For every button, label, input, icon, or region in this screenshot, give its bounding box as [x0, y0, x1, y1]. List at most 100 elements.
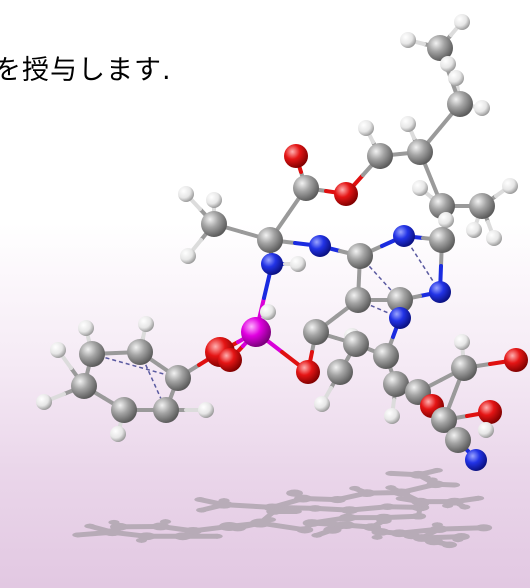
shadow-atom [395, 496, 407, 501]
shadow-atom [431, 467, 443, 473]
hydrogen-atom [478, 422, 494, 438]
oxygen-atom [504, 348, 528, 372]
nitrogen-atom [465, 449, 487, 471]
shadow-atom [196, 507, 208, 513]
carbon-atom [427, 35, 453, 61]
nitrogen-atom [393, 225, 415, 247]
hydrogen-atom [138, 316, 154, 332]
shadow-atom [417, 501, 430, 507]
carbon-atom [373, 343, 399, 369]
aromatic-bond [91, 353, 179, 379]
shadow-atom [371, 534, 383, 540]
carbon-atom [407, 139, 433, 165]
shadow-atom [323, 525, 342, 534]
shadow-atom [442, 503, 454, 509]
hydrogen-atom [178, 186, 194, 202]
carbon-atom [303, 319, 329, 345]
nitrogen-atom [429, 281, 451, 303]
hydrogen-atom [440, 56, 456, 72]
shadow-atom [296, 526, 314, 534]
carbon-atom [383, 371, 409, 397]
shadow-atom [249, 518, 271, 528]
molecule-shadow [72, 467, 493, 549]
shadow-atom [441, 541, 458, 549]
hydrogen-atom [486, 230, 502, 246]
shadow-atom [194, 497, 206, 502]
shadow-atom [452, 537, 464, 543]
hydrogen-atom [400, 116, 416, 132]
shadow-atom [294, 494, 313, 503]
hydrogen-atom [110, 426, 126, 442]
shadow-atom [376, 517, 392, 524]
shadow-atom [385, 485, 397, 491]
shadow-atom [426, 480, 445, 489]
hydrogen-atom [454, 334, 470, 350]
oxygen-atom [284, 144, 308, 168]
carbon-atom [293, 175, 319, 201]
shadow-atom [419, 475, 431, 480]
hydrogen-atom [384, 408, 400, 424]
carbon-atom [127, 339, 153, 365]
shadow-atom [392, 488, 411, 497]
phosphorus-atom [241, 317, 271, 347]
molecule-atoms [36, 14, 528, 471]
hydrogen-atom [36, 394, 52, 410]
shadow-atom [410, 512, 427, 520]
shadow-atom [229, 524, 247, 532]
carbon-atom [429, 227, 455, 253]
shadow-atom [103, 528, 122, 537]
shadow-atom [151, 522, 170, 531]
hydrogen-atom [438, 212, 454, 228]
oxygen-atom [478, 400, 502, 424]
shadow-atom [286, 489, 303, 497]
shadow-atom [385, 471, 397, 476]
shadow-atom [338, 513, 357, 522]
shadow-atom [349, 485, 361, 491]
shadow-atom [183, 526, 203, 535]
shadow-atom [424, 537, 443, 546]
carbon-atom [347, 243, 373, 269]
shadow-atom [263, 503, 282, 512]
shadow-atom [329, 495, 346, 504]
shadow-atom [173, 532, 192, 541]
shadow-atom [214, 500, 234, 509]
hydrogen-atom [206, 192, 222, 208]
hydrogen-atom [358, 120, 374, 136]
hydrogen-atom [260, 304, 276, 320]
shadow-atom [475, 524, 493, 532]
shadow-atom [218, 498, 230, 503]
hydrogen-atom [198, 402, 214, 418]
carbon-atom [257, 227, 283, 253]
shadow-atom [108, 519, 120, 525]
carbon-atom [445, 427, 471, 453]
hydrogen-atom [180, 248, 196, 264]
carbon-atom [343, 331, 369, 357]
carbon-atom [367, 143, 393, 169]
carbon-atom [71, 373, 97, 399]
hydrogen-atom [448, 70, 464, 86]
shadow-atom [357, 489, 376, 498]
hydrogen-atom [466, 222, 482, 238]
shadow-atom [429, 525, 449, 534]
shadow-atom [290, 509, 302, 514]
oxygen-atom [334, 182, 358, 206]
hydrogen-atom [290, 256, 306, 272]
carbon-atom [431, 407, 457, 433]
nitrogen-atom [261, 253, 283, 275]
hydrogen-atom [474, 100, 490, 116]
carbon-atom [327, 359, 353, 385]
shadow-atom [459, 504, 471, 510]
carbon-atom [345, 287, 371, 313]
shadow-atom [311, 532, 323, 538]
shadow-atom [337, 521, 349, 527]
carbon-atom [165, 365, 191, 391]
shadow-atom [72, 532, 84, 538]
shadow-atom [448, 482, 461, 488]
shadow-atom [135, 537, 148, 543]
shadow-atom [340, 506, 359, 515]
slide-caption: を授与します. [0, 55, 172, 86]
carbon-atom [201, 211, 227, 237]
carbon-atom [153, 397, 179, 423]
shadow-atom [302, 519, 321, 527]
